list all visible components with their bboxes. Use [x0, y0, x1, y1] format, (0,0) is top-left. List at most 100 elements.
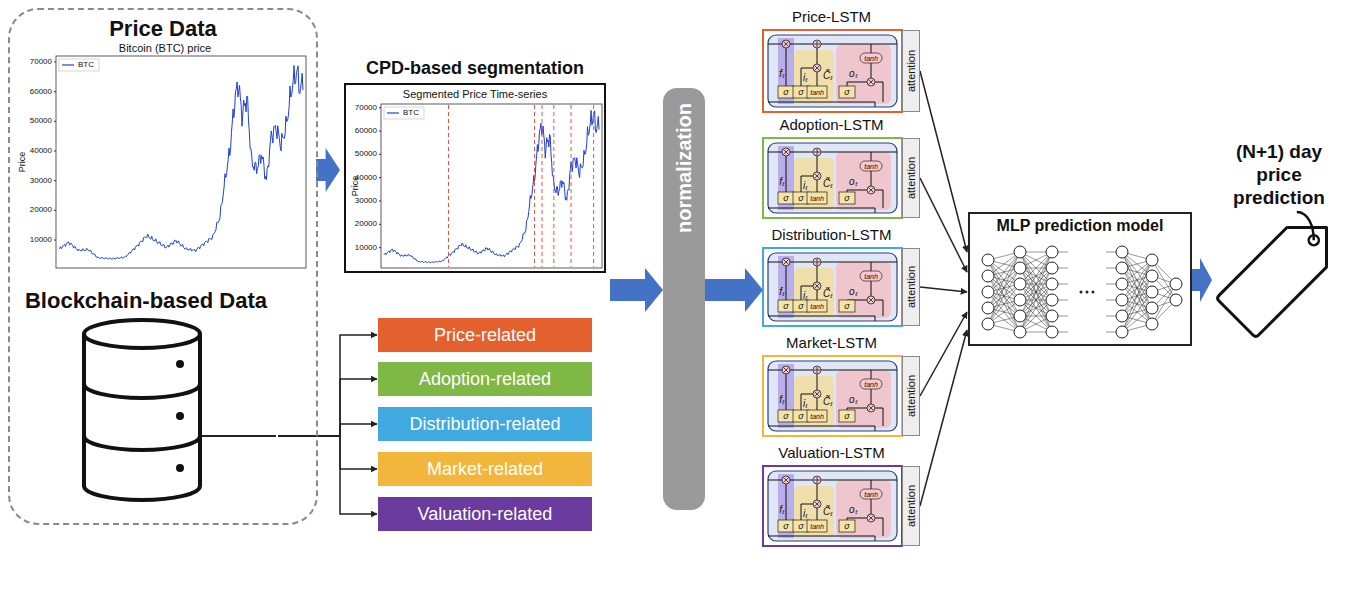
output-node: (N+1) day price prediction	[1212, 140, 1346, 348]
gate-label: iₜ	[803, 181, 807, 191]
node-text: CPD-based segmentation	[340, 58, 610, 79]
gate-label: σ	[798, 412, 803, 421]
gate-label: iₜ	[803, 291, 807, 301]
lstm-block: Valuation-LSTMattention	[763, 444, 922, 546]
category-box: Valuation-related	[378, 497, 592, 531]
axis-label: 60000	[30, 88, 52, 96]
node-text: Segmented Price Time-series	[340, 88, 610, 101]
gate-label: σ	[844, 412, 849, 421]
axis-label: 20000	[30, 206, 52, 214]
gate-label: σ	[798, 194, 803, 203]
gate-label: σ	[783, 412, 788, 421]
chart-box: CPD-based segmentationSegmented Price Ti…	[340, 58, 610, 274]
category-box: Price-related	[378, 318, 592, 352]
price-chart	[345, 84, 605, 272]
node-text: (N+1) day price prediction	[1212, 140, 1346, 209]
gate-label: oₜ	[849, 69, 857, 79]
group-region: Price DataBitcoin (BTC) priceBlockchain-…	[8, 8, 318, 525]
gate-label: fₜ	[779, 69, 784, 79]
gate-label: C̃ₜ	[823, 289, 832, 299]
node-text: attention	[905, 375, 917, 417]
arrow-line	[278, 436, 377, 514]
gate-label: tanh	[810, 303, 824, 310]
gate-label: iₜ	[803, 509, 807, 519]
neural-network	[982, 246, 1182, 338]
gate-label: σ	[844, 88, 849, 97]
gate-label: σ	[783, 522, 788, 531]
lstm-cell	[763, 138, 902, 218]
price-tag-icon	[1213, 205, 1346, 338]
axis-label: 30000	[355, 197, 377, 205]
category-box: Distribution-related	[378, 407, 592, 441]
attention-box: attention	[902, 248, 920, 326]
category-box: Market-related	[378, 452, 592, 486]
block-arrow	[1192, 258, 1212, 302]
attention-box: attention	[902, 30, 920, 112]
arrow-line	[278, 436, 377, 469]
lstm-cell	[763, 248, 902, 326]
axis-label: 20000	[355, 220, 377, 228]
gate-label: C̃ₜ	[823, 397, 832, 407]
axis-label: Price	[18, 152, 27, 173]
node-text: Distribution-LSTM	[763, 226, 900, 244]
arrow-line	[920, 178, 967, 272]
axis-label: 70000	[30, 58, 52, 66]
block-arrow	[316, 148, 340, 192]
node-text: attention	[905, 485, 917, 527]
lstm-cell	[763, 30, 902, 112]
gate-label: tanh	[864, 381, 878, 388]
node-text: Market-related	[427, 459, 543, 480]
block-arrow	[705, 268, 763, 312]
gate-label: σ	[844, 522, 849, 531]
gate-label: fₜ	[779, 505, 784, 515]
attention-box: attention	[902, 138, 920, 218]
axis-label: 50000	[355, 150, 377, 158]
gate-label: iₜ	[803, 73, 807, 83]
gate-label: tanh	[810, 195, 824, 202]
gate-label: tanh	[864, 491, 878, 498]
price-chart	[54, 56, 306, 268]
gate-label: σ	[798, 302, 803, 311]
gate-label: oₜ	[849, 505, 857, 515]
axis-label: 10000	[355, 244, 377, 252]
node-text: Bitcoin (BTC) price	[14, 42, 316, 54]
gate-label: σ	[844, 302, 849, 311]
gate-label: C̃ₜ	[823, 507, 832, 517]
node-text: Adoption-LSTM	[763, 116, 900, 134]
normalization-bar: normalization	[663, 88, 705, 510]
lstm-cell	[763, 466, 902, 546]
gate-label: σ	[798, 522, 803, 531]
chart-box: Bitcoin (BTC) price	[14, 42, 316, 278]
axis-label: 50000	[30, 117, 52, 125]
lead-line	[202, 435, 276, 437]
node-text: Price-LSTM	[763, 8, 900, 26]
node-text: attention	[905, 266, 917, 308]
block-arrow	[610, 268, 663, 312]
node-text: MLP prediction model	[970, 217, 1190, 235]
node-text: Distribution-related	[409, 414, 560, 435]
gate-label: oₜ	[849, 287, 857, 297]
axis-label: 60000	[355, 127, 377, 135]
category-box: Adoption-related	[378, 362, 592, 396]
lstm-block: Distribution-LSTM attention	[763, 226, 922, 326]
gate-label: tanh	[810, 89, 824, 96]
axis-label: 70000	[355, 104, 377, 112]
axis-label: 30000	[30, 177, 52, 185]
gate-label: C̃ₜ	[823, 71, 832, 81]
gate-label: fₜ	[779, 395, 784, 405]
arrow-line	[920, 330, 967, 506]
gate-label: tanh	[810, 413, 824, 420]
node-text: Market-LSTM	[763, 334, 900, 352]
node-text: attention	[905, 157, 917, 199]
gate-label: fₜ	[779, 177, 784, 187]
node-text: normalization	[673, 103, 696, 233]
lstm-cell	[763, 356, 902, 436]
mlp-box: MLP prediction model	[968, 212, 1192, 346]
axis-label: 40000	[30, 147, 52, 155]
node-text: Valuation-related	[418, 504, 553, 525]
gate-label: σ	[844, 194, 849, 203]
gate-label: tanh	[864, 55, 878, 62]
gate-label: σ	[783, 88, 788, 97]
node-text: Adoption-related	[419, 369, 551, 390]
axis-label: BTC	[403, 109, 419, 117]
